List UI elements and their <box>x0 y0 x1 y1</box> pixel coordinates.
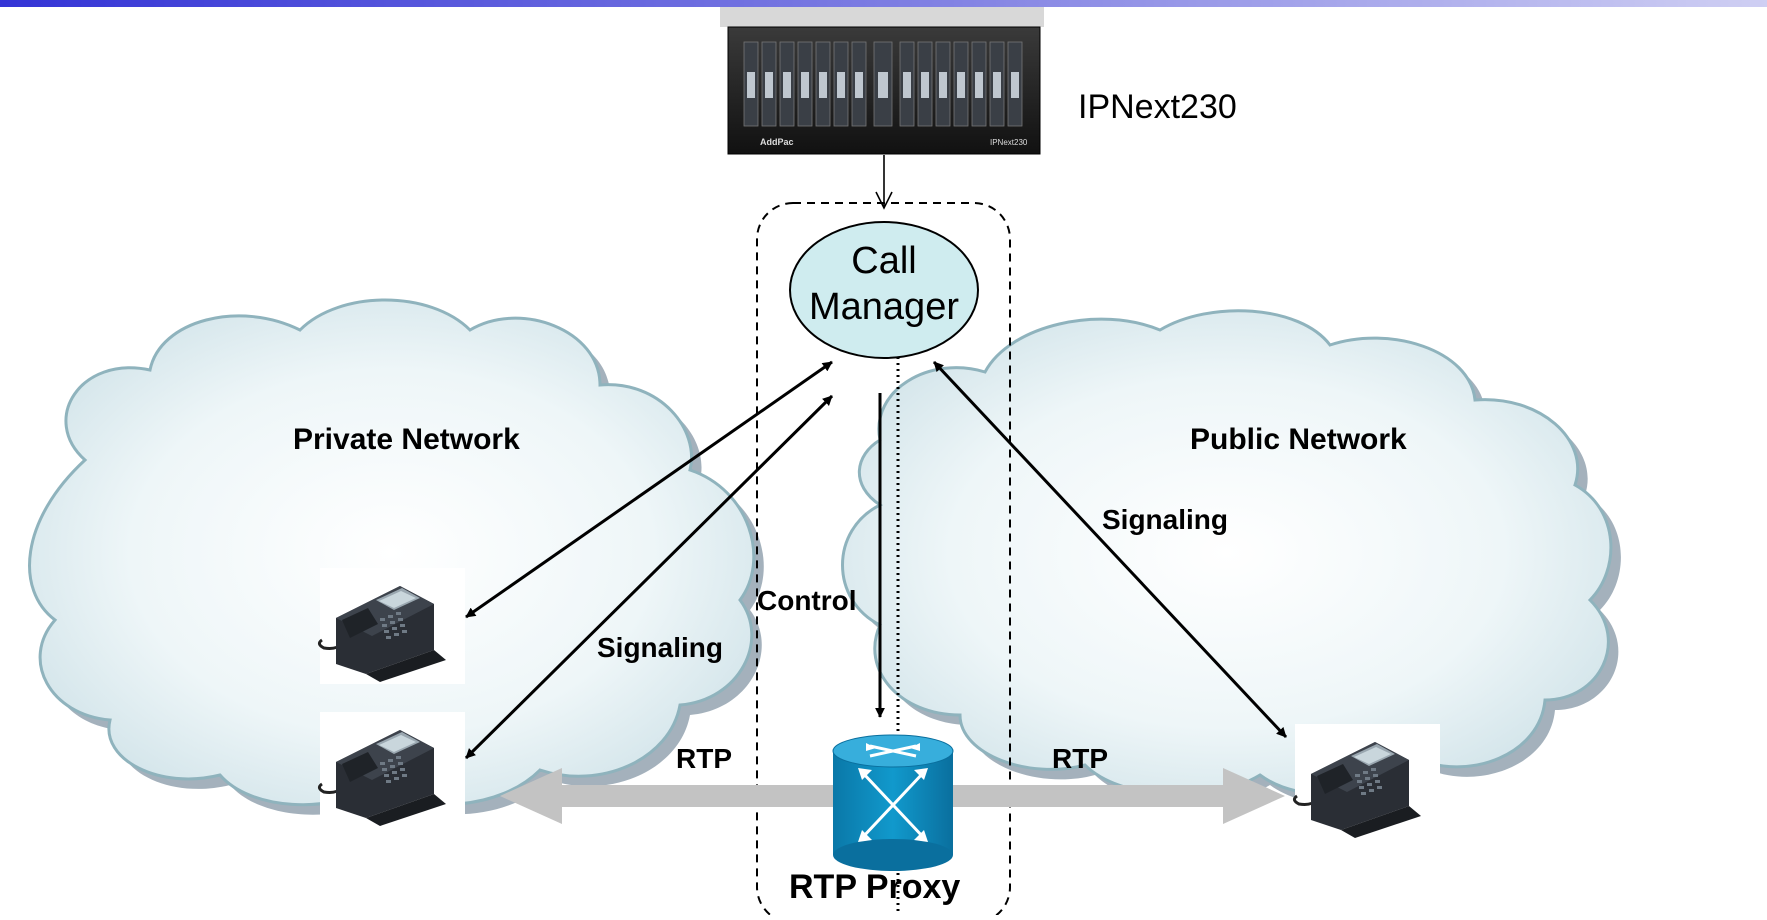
call-manager-label-line1: Call <box>851 240 917 282</box>
rack-gateway-icon: AddPac IPNext230 <box>720 7 1044 155</box>
rack-brand-text: AddPac <box>760 137 794 147</box>
router-icon <box>832 734 954 871</box>
ip-phone-icon <box>317 568 465 684</box>
signaling-label-private: Signaling <box>597 632 723 663</box>
control-label: Control <box>757 585 857 616</box>
ip-phone-icon <box>317 712 465 828</box>
call-manager-node <box>789 221 979 359</box>
signaling-label-public: Signaling <box>1102 504 1228 535</box>
top-gradient-bar <box>0 0 1767 7</box>
rack-model-text: IPNext230 <box>990 138 1028 147</box>
private-network-label: Private Network <box>293 423 520 456</box>
ip-phone-icon <box>1292 724 1440 840</box>
public-network-cloud <box>841 309 1621 805</box>
signaling-arrow-public-phone <box>932 360 1288 739</box>
rtp-label-left: RTP <box>676 743 732 774</box>
rtp-label-right: RTP <box>1052 743 1108 774</box>
public-network-label: Public Network <box>1190 423 1407 456</box>
call-manager-label-line2: Manager <box>809 286 959 328</box>
rtp-proxy-label: RTP Proxy <box>789 868 961 906</box>
device-label: IPNext230 <box>1078 88 1237 126</box>
call-manager-label: Call Manager <box>790 238 978 330</box>
signaling-arrow-phone-2 <box>464 394 834 760</box>
